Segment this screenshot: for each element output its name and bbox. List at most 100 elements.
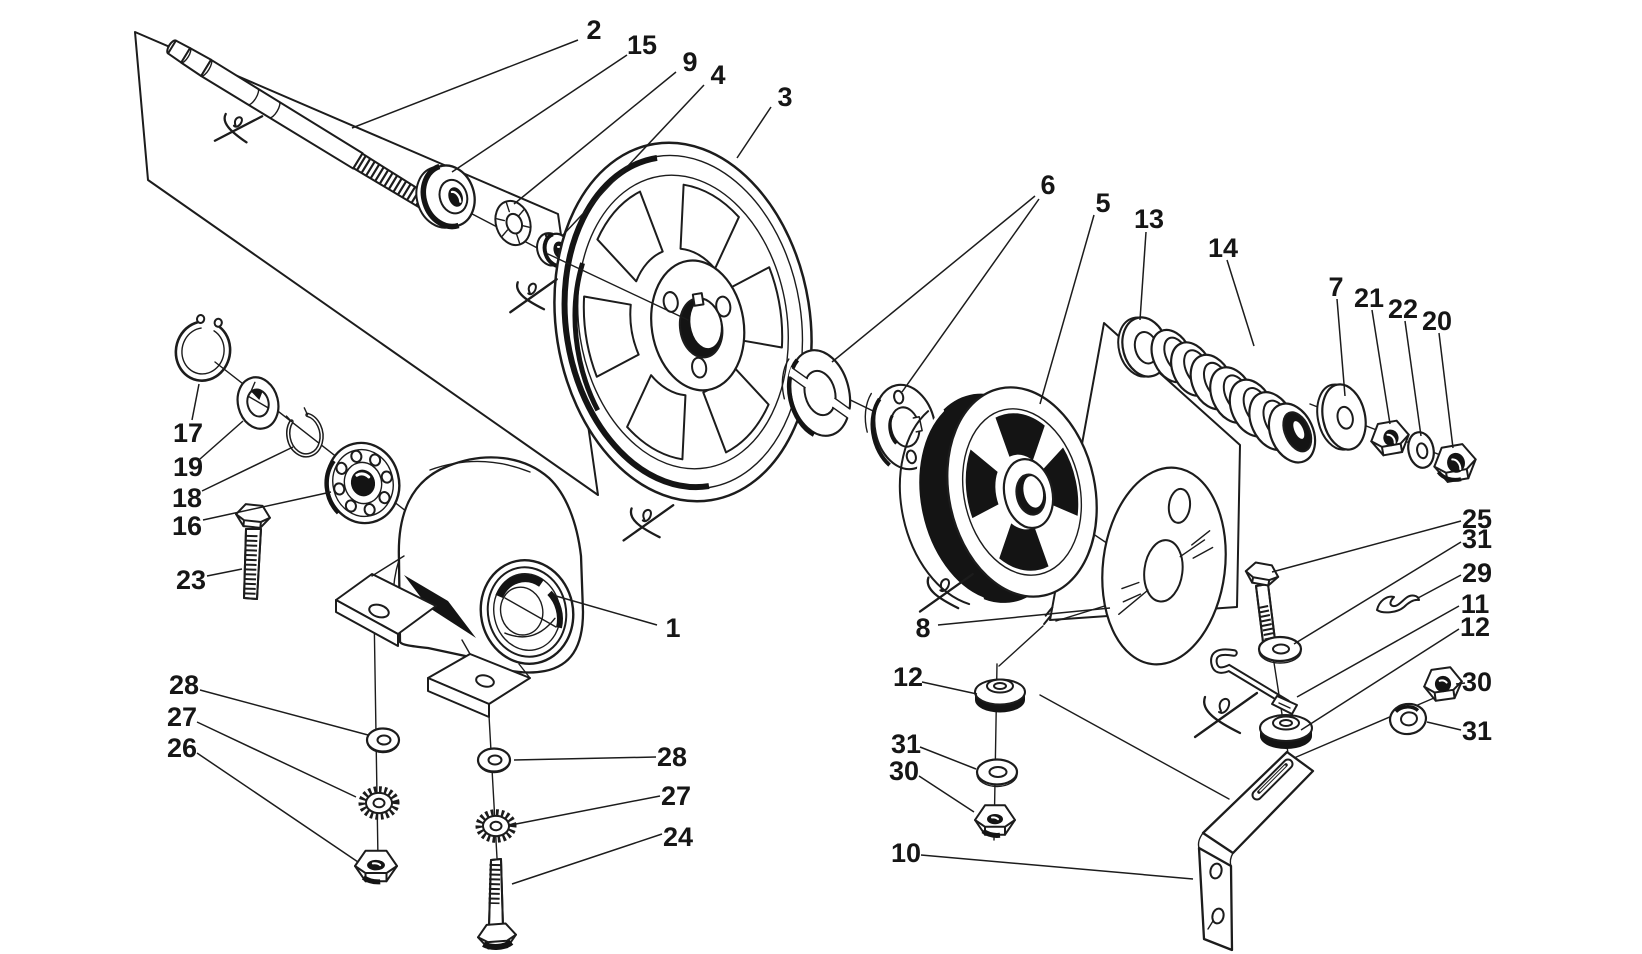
leader-line [1297,606,1459,697]
pulley-5 [881,373,1115,621]
leader-line [1140,232,1146,320]
callout-part-12: 12 [1301,612,1490,730]
part-number-label: 30 [1462,667,1492,697]
flanged-nut-12-left [975,680,1025,713]
part-number-label: 27 [661,781,691,811]
part-number-label: 28 [169,670,199,700]
part-number-label: 22 [1388,294,1418,324]
part-number-label: 25 [1462,504,1492,534]
leader-line [1439,333,1453,448]
callout-part-27: 27 [516,781,691,824]
part-number-label: 24 [663,822,693,852]
part-number-label: 31 [891,729,921,759]
leader-line [832,196,1035,362]
leader-line [200,690,368,735]
part-number-label: 31 [1462,716,1492,746]
leader-line [1427,722,1461,730]
callout-part-28: 28 [514,742,687,772]
callout-part-31: 31 [1427,716,1492,746]
washer-31-left [977,760,1017,787]
part-number-label: 12 [893,662,923,692]
nut-21 [1367,418,1413,458]
backing-plate-left [135,32,598,495]
part-number-label: 30 [889,756,919,786]
leader-line [920,747,976,769]
part-number-label: 20 [1422,306,1452,336]
leader-line [1418,575,1461,598]
part-number-label: 16 [172,511,202,541]
cut-cross-mark [1193,691,1259,739]
callout-part-10: 10 [891,838,1193,879]
part-number-label: 8 [915,613,930,643]
leader-line [938,608,1110,625]
leader-line [192,384,199,420]
part-number-label: 4 [710,60,725,90]
part-number-label: 31 [1462,524,1492,554]
leader-line [922,682,977,694]
leader-line [514,757,656,760]
nut-26 [353,849,399,882]
callout-part-24: 24 [512,822,693,884]
part-number-label: 27 [167,702,197,732]
washer-28-right [478,749,510,773]
cotter-clip-29 [1377,596,1419,613]
collar-halves-6 [775,344,852,444]
callout-part-27: 27 [167,702,356,797]
flanged-washer-12-right [1260,715,1312,749]
part-number-label: 21 [1354,283,1384,313]
callout-part-5: 5 [1040,188,1111,404]
part-number-label: 13 [1134,204,1164,234]
callout-part-6: 6 [832,170,1056,392]
leader-line [203,492,331,520]
callout-part-14: 14 [1208,233,1254,346]
callout-part-11: 11 [1297,589,1489,697]
leader-line [1294,542,1461,644]
callout-part-9: 9 [514,47,698,204]
leader-line [207,569,242,576]
callout-part-30: 30 [1456,667,1492,697]
nut-30-right [1421,664,1465,704]
leader-line [1227,260,1254,346]
part-number-label: 28 [657,742,687,772]
part-number-label: 7 [1328,272,1343,302]
cut-cross-mark [622,504,675,542]
flywheel-3 [529,124,836,520]
part-number-label: 15 [627,30,657,60]
callout-part-31: 31 [891,729,976,769]
bracket-10 [1199,752,1314,950]
callout-part-19: 19 [173,421,243,482]
leader-line [1337,299,1345,396]
callout-part-7: 7 [1328,272,1345,396]
part-number-label: 14 [1208,233,1238,263]
callout-part-2: 2 [352,15,602,128]
callout-part-20: 20 [1422,306,1453,448]
part-number-label: 18 [172,483,202,513]
snap-ring-18 [284,406,325,458]
washer-9 [490,196,536,249]
callout-part-4: 4 [562,60,726,236]
callout-part-8: 8 [915,608,1110,643]
circlip-17 [170,311,236,385]
spring-14 [1144,323,1324,469]
part-number-label: 1 [665,613,680,643]
leader-line [1272,521,1461,572]
leader-line [197,753,358,862]
leader-line [1456,683,1465,684]
leader-line [1301,629,1459,730]
bolt-23 [234,502,272,599]
callout-part-12: 12 [893,662,977,694]
leader-line [1372,310,1390,424]
part-number-label: 12 [1460,612,1490,642]
leader-line [514,72,676,204]
leader-line [737,107,771,158]
washer-22 [1405,430,1437,470]
washer-31-right [1388,702,1428,737]
callout-part-29: 29 [1418,558,1492,598]
nut-30-left [974,804,1016,835]
part-number-label: 5 [1095,188,1110,218]
callout-part-17: 17 [173,384,203,448]
callout-part-16: 16 [172,492,331,541]
